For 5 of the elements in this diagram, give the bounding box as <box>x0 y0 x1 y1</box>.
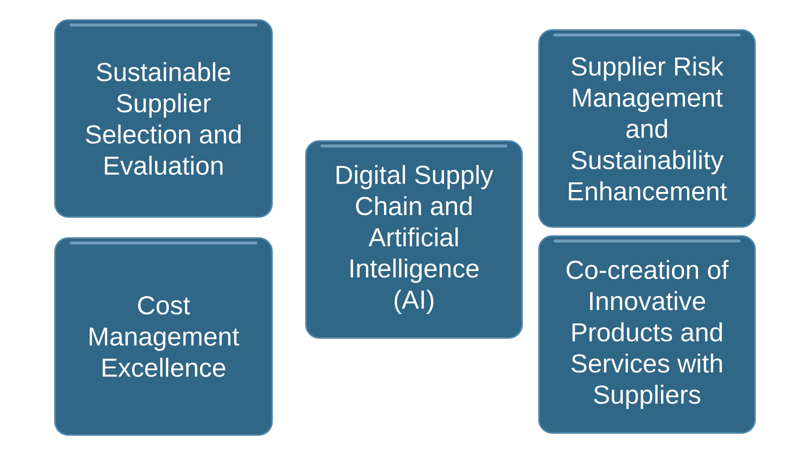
topic-box: Digital Supply Chain and Artificial Intelligence (AI) <box>305 140 523 339</box>
topic-box: Sustainable Supplier Selection and Evaluation <box>54 19 273 218</box>
topic-box: Cost Management Excellence <box>54 237 273 436</box>
topic-box: Supplier Risk Management and Sustainability Enhancement <box>538 29 756 228</box>
topic-box: Co-creation of Innovative Products and Services with Suppliers <box>538 235 756 434</box>
